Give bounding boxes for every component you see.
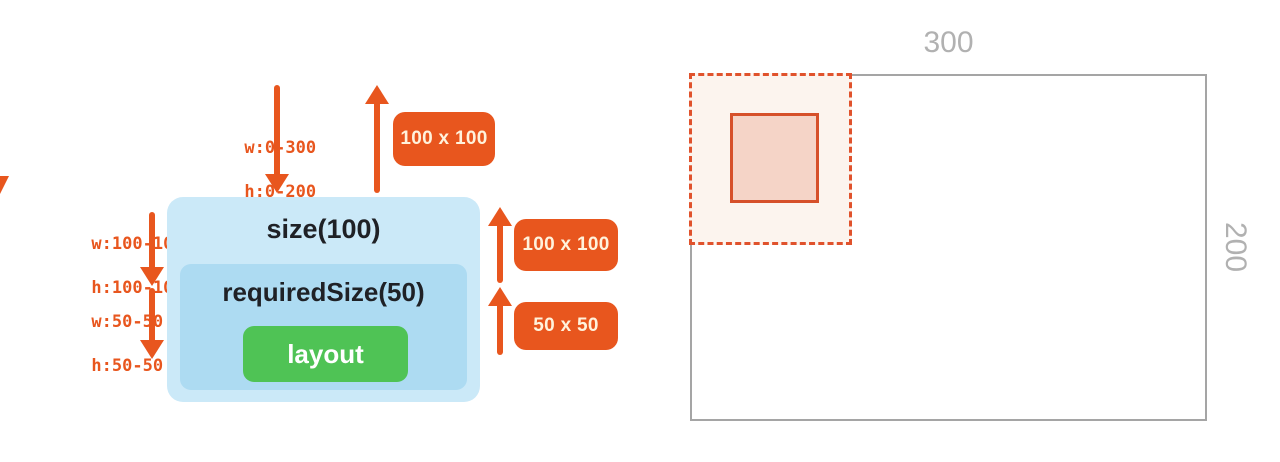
constraint-line-w: w:100-100 xyxy=(91,234,184,254)
layout-node-label: layout xyxy=(287,338,364,369)
size-modifier-label: size(100) xyxy=(266,214,381,244)
arrow-down-icon xyxy=(140,288,164,359)
constraint-line-w: w:50-50 xyxy=(91,312,164,332)
size-bounds-dashed-rect xyxy=(689,73,852,245)
constraint-line-w: w:0-300 xyxy=(244,138,317,158)
arrow-down-icon xyxy=(140,212,164,286)
arrow-shaft xyxy=(149,288,155,344)
arrow-head xyxy=(488,287,512,306)
badge-label: 100 x 100 xyxy=(400,128,488,149)
arrow-up-icon xyxy=(365,85,389,193)
parent-height-label: 200 xyxy=(1219,221,1252,273)
measured-size-badge: 100 x 100 xyxy=(514,219,618,271)
badge-label: 100 x 100 xyxy=(522,234,610,255)
measured-size-badge: 100 x 100 xyxy=(393,112,495,166)
required-size-modifier-box: requiredSize(50) layout xyxy=(180,264,467,390)
arrow-shaft xyxy=(274,85,280,178)
arrow-head xyxy=(488,207,512,226)
constraint-line-h: h:50-50 xyxy=(91,356,164,376)
parent-width-label: 300 xyxy=(923,26,974,59)
arrow-head xyxy=(265,174,289,193)
required-size-modifier-label: requiredSize(50) xyxy=(222,277,425,307)
arrow-shaft xyxy=(497,302,503,355)
arrow-shaft xyxy=(374,100,380,193)
arrow-shaft xyxy=(497,222,503,283)
arrow-head xyxy=(365,85,389,104)
badge-label: 50 x 50 xyxy=(533,315,599,336)
clipped-arrow-down-icon xyxy=(0,176,9,202)
size-modifier-box: size(100) requiredSize(50) layout xyxy=(167,197,480,402)
arrow-head xyxy=(140,267,164,286)
measured-size-badge: 50 x 50 xyxy=(514,302,618,350)
required-size-constraints-label: w:50-50 h:50-50 xyxy=(30,289,163,399)
layout-node-box: layout xyxy=(243,326,408,382)
arrow-up-icon xyxy=(488,207,512,283)
arrow-down-icon xyxy=(265,85,289,193)
arrow-head xyxy=(140,340,164,359)
required-size-rect xyxy=(730,113,819,203)
arrow-shaft xyxy=(149,212,155,271)
arrow-up-icon xyxy=(488,287,512,355)
